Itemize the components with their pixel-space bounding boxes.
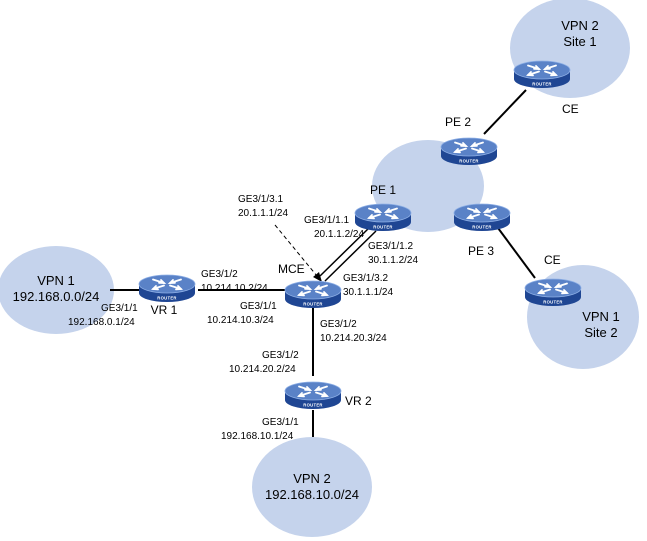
router-badge: ROUTER — [157, 296, 176, 301]
label-vr2: VR 2 — [345, 394, 372, 408]
router-badge: ROUTER — [303, 302, 322, 307]
iface-vr2-ge312-ip: 10.214.20.2/24 — [229, 364, 296, 375]
iface-mce-ge3132-port: GE3/1/3.2 — [343, 273, 388, 284]
iface-vr2-ge311-ip: 192.168.10.1/24 — [221, 431, 294, 442]
label-ce-top: CE — [562, 102, 579, 116]
router-badge: ROUTER — [303, 403, 322, 408]
iface-mce-ge3131-port: GE3/1/3.1 — [238, 194, 283, 205]
iface-mce-ge312-port: GE3/1/2 — [320, 319, 357, 330]
router-pe1[interactable]: ROUTER — [354, 203, 412, 232]
link-mce-pe1-b — [324, 230, 377, 282]
vpn1-left-subnet: 192.168.0.0/24 — [13, 289, 100, 304]
link-mce-pe1-a — [319, 225, 372, 277]
router-ce-right[interactable]: ROUTER — [524, 278, 582, 307]
router-pe3[interactable]: ROUTER — [453, 203, 511, 232]
label-pe3: PE 3 — [468, 244, 494, 258]
vpn2-bottom-subnet: 192.168.10.0/24 — [265, 487, 359, 502]
iface-vr1-ge311-ip: 192.168.0.1/24 — [68, 317, 135, 328]
iface-vr1-ge312-port: GE3/1/2 — [201, 269, 238, 280]
iface-mce-ge3132-ip: 30.1.1.1/24 — [343, 287, 393, 298]
cloud-vpn2-bottom — [252, 437, 372, 537]
label-vr1: VR 1 — [151, 303, 178, 317]
router-badge: ROUTER — [532, 82, 551, 87]
iface-pe1-ge3111-ip: 20.1.1.2/24 — [314, 229, 364, 240]
iface-pe1-ge3112-ip: 30.1.1.2/24 — [368, 255, 418, 266]
link-pe3-ce-right — [497, 227, 536, 279]
iface-pe1-ge3111-port: GE3/1/1.1 — [304, 215, 349, 226]
iface-mce-ge311-port: GE3/1/1 — [240, 301, 277, 312]
link-pe2-ce-top — [483, 89, 527, 135]
router-badge: ROUTER — [373, 225, 392, 230]
router-badge: ROUTER — [472, 225, 491, 230]
vpn1-site2-name: VPN 1 — [582, 309, 620, 324]
vpn2-site1-name: VPN 2 — [561, 18, 599, 33]
iface-vr2-ge312-port: GE3/1/2 — [262, 350, 299, 361]
vpn1-left-name: VPN 1 — [37, 273, 75, 288]
router-pe2[interactable]: ROUTER — [440, 137, 498, 166]
label-ce-right: CE — [544, 253, 561, 267]
label-pe2: PE 2 — [445, 115, 471, 129]
iface-mce-ge3131-ip: 20.1.1.1/24 — [238, 208, 288, 219]
router-ce-top[interactable]: ROUTER — [513, 60, 571, 89]
router-vr1[interactable]: ROUTER — [138, 274, 196, 303]
iface-vr1-ge312-ip: 10.214.10.2/24 — [201, 283, 268, 294]
label-pe1: PE 1 — [370, 183, 396, 197]
iface-pe1-ge3112-port: GE3/1/1.2 — [368, 241, 413, 252]
router-badge: ROUTER — [543, 300, 562, 305]
vpn2-bottom-name: VPN 2 — [293, 471, 331, 486]
iface-mce-ge312-ip: 10.214.20.3/24 — [320, 333, 387, 344]
iface-vr2-ge311-port: GE3/1/1 — [262, 417, 299, 428]
label-mce: MCE — [278, 262, 305, 276]
vpn2-site1-site: Site 1 — [563, 34, 596, 49]
subinterface-arrowhead — [313, 272, 322, 282]
cloud-vpn1-left — [0, 246, 114, 334]
router-mce[interactable]: ROUTER — [284, 280, 342, 309]
iface-vr1-ge311-port: GE3/1/1 — [101, 303, 138, 314]
iface-mce-ge311-ip: 10.214.10.3/24 — [207, 315, 274, 326]
router-vr2[interactable]: ROUTER — [284, 381, 342, 410]
router-badge: ROUTER — [459, 159, 478, 164]
vpn1-site2-site: Site 2 — [584, 325, 617, 340]
